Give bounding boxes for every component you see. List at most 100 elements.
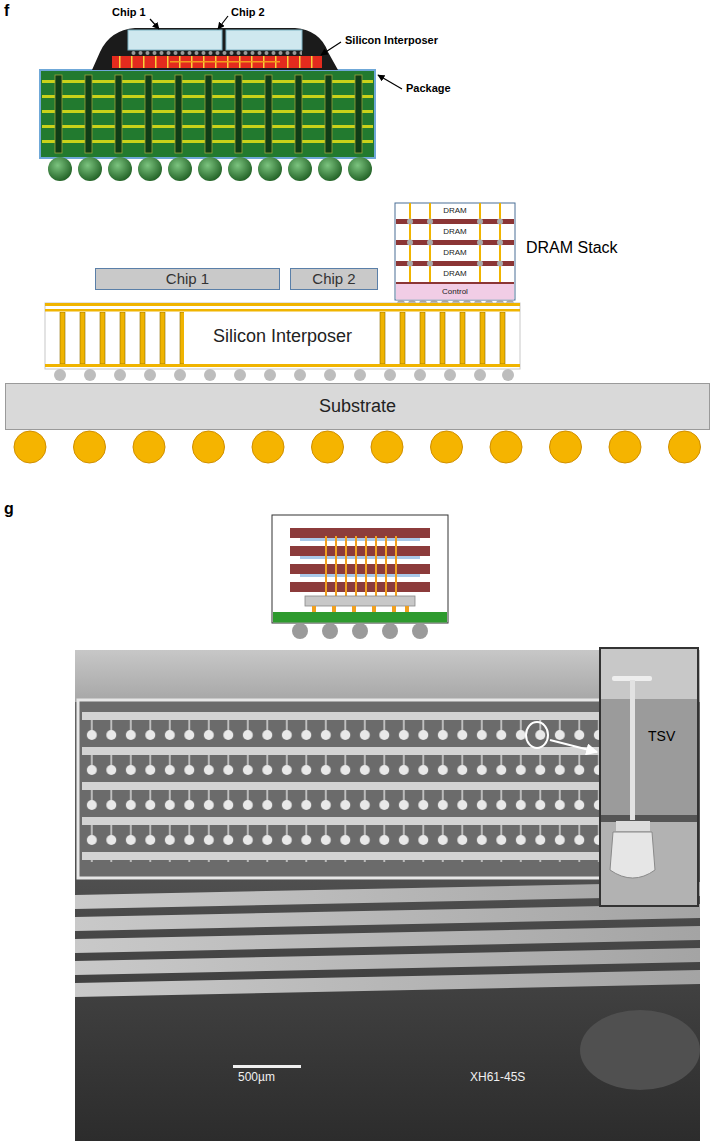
package-illustration: [128, 30, 222, 50]
stacked-package-illustration: [300, 556, 420, 559]
sem-micrograph: [630, 680, 635, 820]
dram-stack-illustration: [396, 240, 514, 245]
sem-micrograph: [82, 712, 609, 862]
interposer-illustration: [52, 312, 184, 364]
sem-micrograph: [75, 904, 700, 931]
dram-layer: DRAM: [395, 224, 515, 240]
solder-ball: [14, 431, 701, 463]
interposer-illustration: [45, 364, 520, 367]
sem-micrograph: [75, 650, 700, 702]
leader-line: [150, 19, 159, 29]
stacked-package-illustration: [290, 546, 430, 556]
solder-ball: [252, 431, 284, 463]
stacked-package-illustration: [325, 536, 327, 596]
dram-stack-illustration: [407, 240, 413, 246]
solder-bump: [84, 369, 96, 381]
solder-bump: [54, 369, 514, 381]
part-label: Silicon Interposer: [345, 34, 438, 47]
dram-stack-illustration: [395, 203, 515, 308]
node-text: Chip 2: [312, 271, 355, 288]
solder-bump: [354, 369, 366, 381]
chip-die: Chip 1: [95, 268, 280, 290]
stacked-package-illustration: [312, 606, 316, 612]
package-illustration: [114, 56, 320, 68]
solder-ball: [371, 431, 403, 463]
package-illustration: [130, 50, 302, 56]
node-text: DRAM: [443, 207, 467, 216]
stacked-package-illustration: [365, 536, 367, 596]
stacked-package-illustration: [322, 623, 338, 639]
solder-bump: [54, 369, 66, 381]
solder-ball: [133, 431, 165, 463]
stacked-package-illustration: [352, 606, 356, 612]
stacked-package-illustration: [290, 564, 430, 574]
solder-ball: [550, 431, 582, 463]
solder-bump: [414, 369, 426, 381]
stacked-package-illustration: [355, 536, 357, 596]
package-illustration: [50, 70, 370, 158]
solder-ball: [490, 431, 522, 463]
silicon-interposer: Silicon Interposer: [45, 305, 520, 368]
part-label: Chip 2: [231, 6, 265, 19]
dram-layer: DRAM: [395, 203, 515, 219]
package-illustration: [92, 28, 338, 70]
image-id-label: XH61-45S: [470, 1071, 525, 1085]
stacked-package-illustration: [372, 606, 376, 612]
interposer-illustration: [45, 309, 520, 312]
solder-bump: [324, 369, 336, 381]
dram-stack-illustration: [477, 261, 483, 267]
sem-micrograph: [75, 926, 700, 953]
stacked-package-illustration: [300, 538, 420, 541]
dram-stack-illustration: [407, 261, 413, 267]
package-substrate: Substrate: [5, 383, 710, 430]
package-illustration: [112, 56, 322, 68]
node-text: DRAM: [443, 270, 467, 279]
dram-stack-illustration: [477, 219, 483, 225]
sem-micrograph: [75, 970, 700, 997]
dram-stack-illustration: [427, 261, 433, 267]
leader-line: [150, 16, 402, 89]
sem-micrograph: [233, 1065, 301, 1068]
chip-die: Chip 2: [290, 268, 378, 290]
solder-ball: [431, 431, 463, 463]
scale-bar-label: 500µm: [238, 1071, 275, 1085]
node-text: DRAM: [443, 249, 467, 258]
stacked-package-illustration: [272, 515, 448, 639]
part-label: TSV: [648, 728, 675, 744]
sem-micrograph: [601, 822, 697, 905]
panel-letter: f: [4, 2, 9, 20]
dram-stack-illustration: [497, 261, 503, 267]
dram-stack-illustration: [497, 219, 503, 225]
node-text: Chip 1: [166, 271, 209, 288]
stacked-package-illustration: [273, 612, 447, 623]
dram-stack-illustration: [497, 240, 503, 246]
solder-ball: [609, 431, 641, 463]
solder-ball: [312, 431, 344, 463]
sem-micrograph: [580, 1010, 700, 1090]
interposer-illustration: [45, 303, 520, 306]
dram-stack-illustration: [407, 219, 413, 225]
node-text: Control: [442, 288, 468, 297]
stacked-package-illustration: [375, 536, 377, 596]
dram-stack-illustration: [395, 203, 515, 300]
leader-line: [378, 75, 402, 89]
part-label: DRAM Stack: [526, 239, 618, 257]
sem-micrograph: [600, 648, 698, 906]
sem-micrograph: [616, 821, 650, 831]
part-label: Package: [406, 82, 451, 95]
solder-bump: [294, 369, 306, 381]
dram-layer: DRAM: [395, 245, 515, 261]
stacked-package-illustration: [292, 623, 308, 639]
sem-micrograph: [75, 948, 700, 975]
control-die: Control: [395, 284, 515, 300]
package-illustration: [226, 30, 302, 50]
sem-micrograph: [601, 649, 697, 699]
stacked-package-illustration: [335, 536, 337, 596]
solder-bump: [474, 369, 486, 381]
stacked-package-illustration: [395, 536, 397, 596]
sem-micrograph: [610, 832, 655, 878]
solder-bump: [444, 369, 456, 381]
stacked-package-illustration: [305, 596, 415, 606]
